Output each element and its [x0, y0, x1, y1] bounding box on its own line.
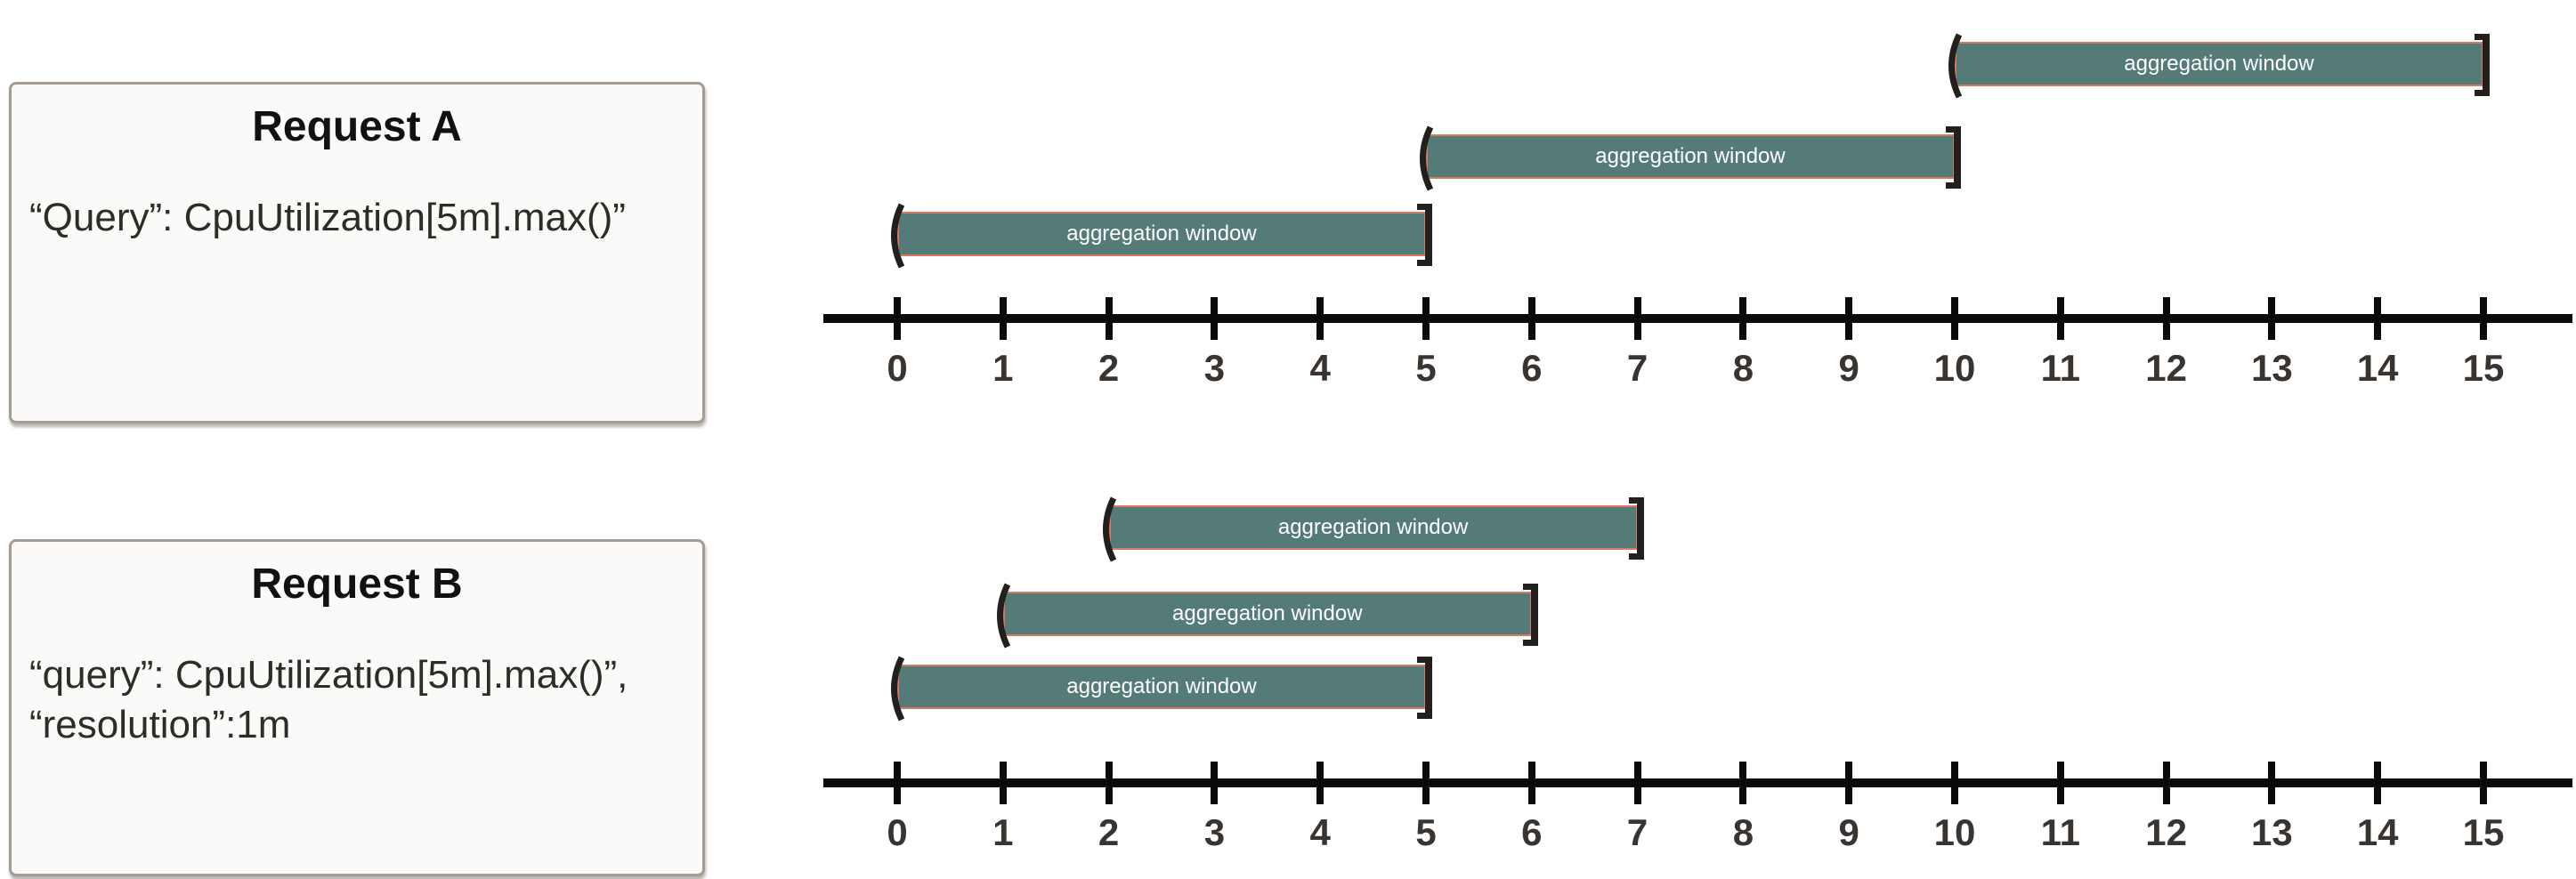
axis-tick-label: 8 [1732, 811, 1754, 853]
axis-tick-label: 5 [1415, 811, 1437, 853]
axis-tick [1422, 762, 1430, 804]
axis-tick [1845, 762, 1853, 804]
axis-tick-label: 8 [1732, 347, 1754, 389]
axis-tick [1845, 297, 1853, 340]
aggregation-window-bar: aggregation window [891, 203, 1432, 269]
axis-tick [1739, 762, 1747, 804]
axis-tick [1105, 762, 1113, 804]
axis-tick-label: 10 [1933, 347, 1976, 389]
request-b-resolution-text: “resolution”:1m [29, 703, 291, 746]
aggregation-window-label: aggregation window [1172, 601, 1363, 625]
close-square-bracket-icon [1417, 204, 1432, 266]
axis-tick [2268, 762, 2276, 804]
request-b-query-text: “query”: CpuUtilization[5m].max()”, [29, 653, 628, 697]
axis-tick [1211, 297, 1219, 340]
axis-tick [1633, 762, 1641, 804]
axis-tick-label: 15 [2462, 811, 2505, 853]
close-square-bracket-icon [1522, 584, 1538, 646]
request-a-query-text: “Query”: CpuUtilization[5m].max()” [29, 196, 626, 239]
axis-tick [2268, 297, 2276, 340]
axis-tick-label: 13 [2251, 811, 2293, 853]
aggregation-window-label: aggregation window [1066, 674, 1257, 698]
axis-tick-label: 3 [1203, 811, 1226, 853]
axis-tick-label: 6 [1521, 811, 1543, 853]
request-b-title: Request B [251, 560, 463, 608]
axis-tick-label: 6 [1521, 347, 1543, 389]
axis-tick [2374, 762, 2382, 804]
axis-tick [1211, 762, 1219, 804]
axis-tick [2056, 762, 2064, 804]
axis-tick [1422, 297, 1430, 340]
axis-tick [2162, 297, 2170, 340]
axis-tick [1316, 297, 1324, 340]
open-paren-bracket-icon [1095, 495, 1118, 569]
aggregation-window-label: aggregation window [1595, 144, 1786, 168]
axis-tick [2162, 762, 2170, 804]
axis-tick [1316, 762, 1324, 804]
aggregation-window-label: aggregation window [1066, 222, 1257, 246]
axis-tick-label: 12 [2145, 811, 2187, 853]
axis-tick [1633, 297, 1641, 340]
axis-tick [1105, 297, 1113, 340]
axis-tick-label: 15 [2462, 347, 2505, 389]
axis-tick-label: 1 [992, 811, 1014, 853]
axis-tick-label: 13 [2251, 347, 2293, 389]
axis-tick-label: 2 [1098, 811, 1120, 853]
request-a-title: Request A [252, 103, 462, 150]
axis-tick-label: 0 [887, 811, 908, 853]
axis-tick [2374, 297, 2382, 340]
axis-tick-label: 9 [1838, 811, 1859, 853]
axis-tick [1527, 762, 1535, 804]
axis-tick-label: 0 [887, 347, 908, 389]
axis-tick [999, 297, 1007, 340]
axis-tick-label: 3 [1203, 347, 1226, 389]
axis-tick-label: 10 [1933, 811, 1976, 853]
axis-tick-label: 9 [1838, 347, 1859, 389]
open-paren-bracket-icon [883, 654, 906, 728]
axis-tick-label: 2 [1098, 347, 1120, 389]
axis-tick-label: 4 [1309, 811, 1331, 853]
aggregation-window-bar: aggregation window [1948, 33, 2490, 99]
axis-tick-label: 4 [1309, 347, 1331, 389]
close-square-bracket-icon [1946, 126, 1961, 189]
axis-line [823, 778, 2572, 787]
aggregation-window-label: aggregation window [2124, 52, 2314, 76]
axis-tick [2480, 762, 2487, 804]
axis-tick-label: 12 [2145, 347, 2187, 389]
close-square-bracket-icon [1417, 657, 1432, 719]
axis-tick-label: 11 [2040, 347, 2080, 389]
request-a-box: Request A “Query”: CpuUtilization[5m].ma… [9, 82, 705, 423]
open-paren-bracket-icon [883, 201, 906, 275]
aggregation-window-bar: aggregation window [1102, 496, 1644, 562]
axis-tick-label: 7 [1626, 347, 1648, 389]
axis-tick [894, 297, 901, 340]
aggregation-window-bar: aggregation window [996, 583, 1538, 649]
open-paren-bracket-icon [989, 581, 1012, 655]
axis-tick-label: 14 [2356, 811, 2399, 853]
axis-tick-label: 5 [1415, 347, 1437, 389]
axis-tick [1739, 297, 1747, 340]
axis-tick [894, 762, 901, 804]
axis-tick-label: 1 [992, 347, 1014, 389]
axis-tick [999, 762, 1007, 804]
close-square-bracket-icon [1628, 497, 1644, 560]
axis-tick [2056, 297, 2064, 340]
axis-tick-label: 14 [2356, 347, 2399, 389]
axis-tick [1951, 297, 1958, 340]
open-paren-bracket-icon [1940, 31, 1964, 105]
aggregation-window-bar: aggregation window [1420, 125, 1961, 191]
axis-tick [1527, 297, 1535, 340]
axis-line [823, 314, 2572, 323]
axis-tick [1951, 762, 1958, 804]
aggregation-window-bar: aggregation window [891, 656, 1432, 722]
axis-tick [2480, 297, 2487, 340]
aggregation-window-label: aggregation window [1277, 515, 1469, 539]
open-paren-bracket-icon [1412, 124, 1435, 198]
request-b-box: Request B “query”: CpuUtilization[5m].ma… [9, 539, 705, 876]
axis-tick-label: 7 [1626, 811, 1648, 853]
axis-tick-label: 11 [2040, 811, 2080, 853]
close-square-bracket-icon [2475, 34, 2490, 96]
